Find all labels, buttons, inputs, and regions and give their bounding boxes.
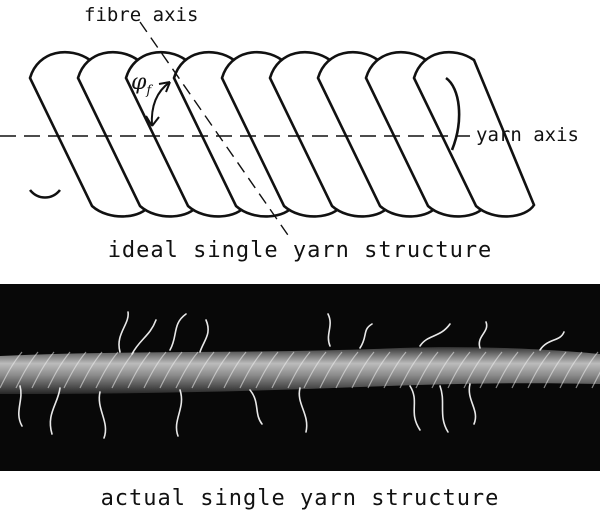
fibre-hair [298,387,308,433]
fibre-hair [539,331,565,351]
fibre-hair [419,323,451,347]
twist-line [431,351,455,389]
fibre-hair [49,387,61,435]
yarn-twist-lines [0,351,600,389]
twist-line [175,351,199,389]
helix-coils [28,50,536,218]
helix-end-arc [445,76,461,151]
fibre-hair [468,383,477,425]
ideal-structure-caption: ideal single yarn structure [107,238,493,263]
twist-line [303,351,327,389]
twist-line [559,351,583,389]
fibre-hair [199,319,209,353]
angle-symbol: φ [131,70,147,95]
twist-line [351,351,375,389]
twist-line [15,351,39,389]
yarn-body [0,347,600,394]
twist-line [95,351,119,389]
twist-line [143,351,167,389]
twist-line [0,351,23,389]
fibre-hair [327,313,331,347]
fibre-hair [478,321,488,349]
twist-line [255,351,279,389]
twist-line [367,351,391,389]
fibre-hair [169,313,187,351]
twist-line [47,351,71,389]
twist-line [223,351,247,389]
twist-line [319,351,343,389]
twist-line [31,351,55,389]
twist-line [127,351,151,389]
fibre-hair [18,385,23,427]
angle-subscript: f [146,83,152,99]
twist-line [575,351,599,389]
fibre-hair [118,311,129,353]
twist-line [191,351,215,389]
twist-line [207,351,231,389]
yarn-axis-label: yarn axis [476,124,579,146]
twist-line [495,351,519,389]
twist-line [591,371,600,389]
twist-line [111,351,135,389]
fibre-hair [249,389,263,425]
twist-line [527,351,551,389]
fibre-axis-line [139,21,291,239]
twist-line [479,351,503,389]
twist-line [271,351,295,389]
twist-line [79,351,103,389]
protruding-fibres [18,311,565,439]
ideal-yarn-diagram [0,21,536,239]
actual-structure-caption: actual single yarn structure [100,486,500,511]
helix-coil [412,50,536,218]
angle-arrow-icon [145,81,171,127]
fibre-hair [131,319,157,355]
fibre-hair [98,391,107,439]
twist-line [511,351,535,389]
helix-start-arc [28,189,62,199]
angle-label: φf [131,70,151,98]
fibre-hair [409,385,421,431]
twist-line [447,351,471,389]
actual-yarn-photo [0,284,600,471]
twist-line [543,351,567,389]
twist-line [415,351,439,389]
twist-line [463,351,487,389]
twist-line [63,351,87,389]
fibre-hair [439,385,449,433]
twist-line [335,351,359,389]
fibre-axis-label: fibre axis [84,4,199,26]
twist-line [239,351,263,389]
twist-line [383,351,407,389]
twist-line [159,351,183,389]
fibre-hair [359,323,373,349]
twist-line [399,351,423,389]
twist-line [287,351,311,389]
fibre-hair [175,389,183,437]
